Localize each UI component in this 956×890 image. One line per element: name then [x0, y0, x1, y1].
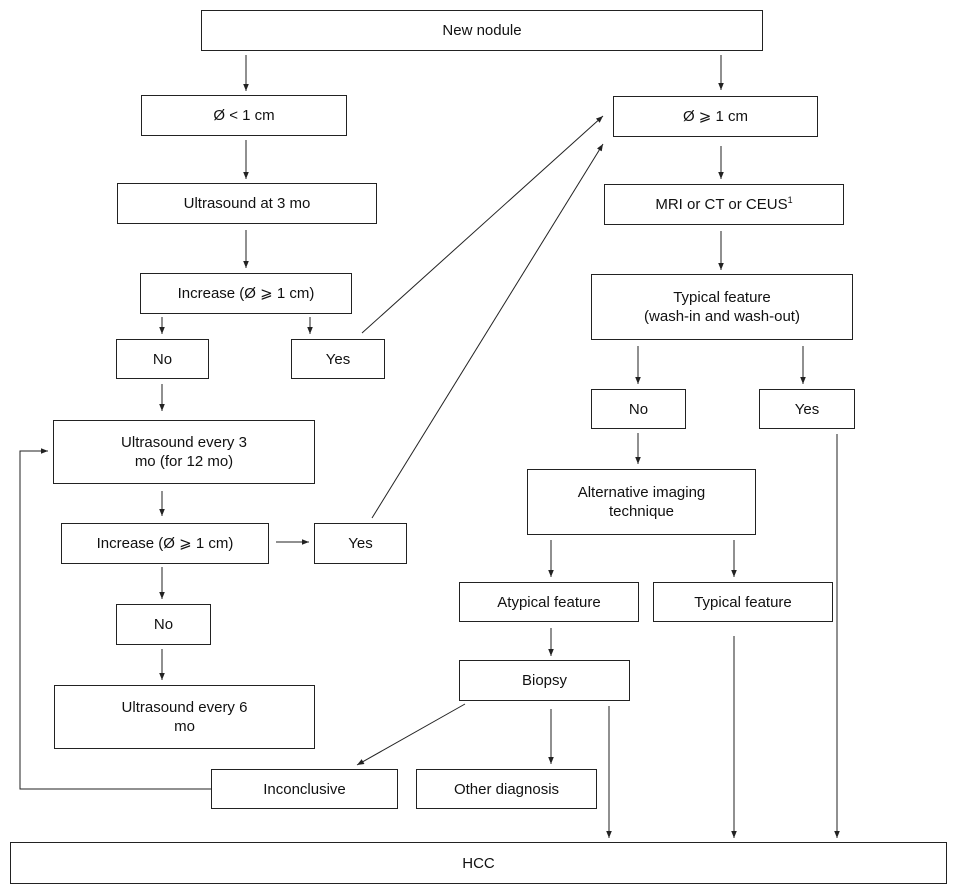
new-nodule-box: New nodule	[201, 10, 763, 51]
biopsy-box: Biopsy	[459, 660, 630, 701]
ultrasound-every-3mo-box: Ultrasound every 3 mo (for 12 mo)	[53, 420, 315, 484]
alternative-imaging-line1: Alternative imaging	[577, 484, 706, 501]
alternative-imaging-line2: technique	[608, 503, 675, 520]
typical-wash-line1: Typical feature	[673, 289, 771, 306]
inconclusive-box: Inconclusive	[211, 769, 398, 809]
increase-1-label: Increase (Ø ⩾ 1 cm)	[177, 285, 315, 302]
typical-wash-line2: (wash-in and wash-out)	[644, 308, 800, 325]
nodule-large-box: Ø ⩾ 1 cm	[613, 96, 818, 137]
arrow-yes2-to-large	[371, 143, 604, 519]
biopsy-label: Biopsy	[521, 672, 568, 689]
imaging-label: MRI or CT or CEUS1	[655, 195, 792, 214]
no-right-box: No	[591, 389, 686, 429]
no-2-label: No	[153, 616, 174, 633]
ultrasound-every-3mo-line1: Ultrasound every 3	[121, 434, 247, 451]
ultrasound-3mo-box: Ultrasound at 3 mo	[117, 183, 377, 224]
typical-feature-box: Typical feature	[653, 582, 833, 622]
yes-right-box: Yes	[759, 389, 855, 429]
no-right-label: No	[628, 400, 649, 418]
ultrasound-3mo-label: Ultrasound at 3 mo	[183, 195, 311, 212]
yes-1-label: Yes	[325, 350, 351, 368]
yes-right-label: Yes	[794, 400, 820, 418]
no-1-box: No	[116, 339, 209, 379]
increase-2-label: Increase (Ø ⩾ 1 cm)	[96, 535, 234, 552]
atypical-feature-box: Atypical feature	[459, 582, 639, 622]
imaging-footnote: 1	[787, 195, 793, 205]
nodule-small-box: Ø < 1 cm	[141, 95, 347, 136]
increase-2-box: Increase (Ø ⩾ 1 cm)	[61, 523, 269, 564]
alternative-imaging-box: Alternative imaging technique	[527, 469, 756, 535]
hcc-label: HCC	[462, 854, 495, 872]
arrow-yes1-to-large	[361, 115, 604, 334]
imaging-text: MRI or CT or CEUS	[655, 196, 788, 213]
typical-wash-box: Typical feature (wash-in and wash-out)	[591, 274, 853, 340]
ultrasound-every-6mo-line2: mo	[174, 718, 195, 735]
other-diagnosis-box: Other diagnosis	[416, 769, 597, 809]
other-diagnosis-label: Other diagnosis	[453, 780, 560, 798]
ultrasound-every-6mo-line1: Ultrasound every 6	[121, 699, 248, 716]
new-nodule-label: New nodule	[442, 22, 522, 39]
hcc-box: HCC	[10, 842, 947, 884]
arrow-biopsy-to-inconclusive	[356, 703, 466, 766]
increase-1-box: Increase (Ø ⩾ 1 cm)	[140, 273, 352, 314]
yes-1-box: Yes	[291, 339, 385, 379]
ultrasound-every-6mo-box: Ultrasound every 6 mo	[54, 685, 315, 749]
nodule-large-label: Ø ⩾ 1 cm	[682, 108, 749, 125]
arrow-inconclusive-loop	[19, 448, 211, 790]
imaging-box: MRI or CT or CEUS1	[604, 184, 844, 225]
no-1-label: No	[152, 350, 173, 368]
yes-2-box: Yes	[314, 523, 407, 564]
ultrasound-every-3mo-line2: mo (for 12 mo)	[134, 453, 234, 470]
inconclusive-label: Inconclusive	[263, 780, 346, 798]
no-2-box: No	[116, 604, 211, 645]
typical-feature-label: Typical feature	[694, 593, 792, 611]
yes-2-label: Yes	[348, 535, 373, 552]
atypical-feature-label: Atypical feature	[497, 593, 601, 611]
nodule-small-label: Ø < 1 cm	[213, 107, 275, 124]
